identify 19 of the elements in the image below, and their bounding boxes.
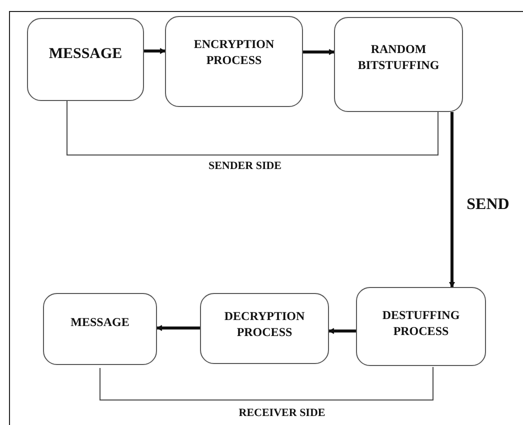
box-label: DECRYPTION PROCESS — [223, 309, 306, 340]
process-box — [356, 287, 486, 366]
box-label: DESTUFFING PROCESS — [381, 308, 461, 340]
process-box — [334, 17, 463, 112]
box-label: RANDOM BITSTUFFING — [356, 42, 440, 74]
box-label: ENCRYPTION PROCESS — [192, 37, 276, 68]
process-box — [200, 293, 329, 364]
arrow — [144, 48, 166, 54]
process-box — [165, 16, 303, 107]
arrow — [156, 325, 200, 331]
box-label: MESSAGE — [48, 45, 122, 64]
process-box — [43, 293, 157, 365]
process-box — [27, 18, 144, 101]
arrow — [303, 49, 335, 55]
arrow — [328, 328, 356, 334]
group-label: RECEIVER SIDE — [238, 407, 326, 419]
group-label: SENDER SIDE — [208, 160, 282, 172]
arrow — [449, 112, 455, 288]
box-label: MESSAGE — [70, 315, 130, 331]
